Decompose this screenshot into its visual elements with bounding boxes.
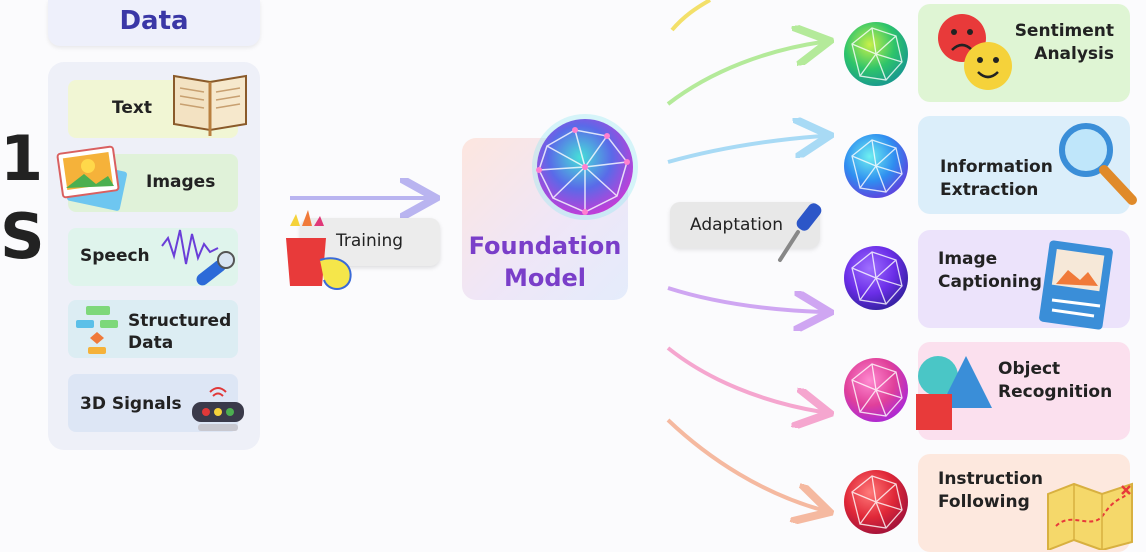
magnifier-icon bbox=[1059, 123, 1137, 205]
pencil-cup-icon bbox=[286, 210, 352, 290]
sentiment-sphere-icon bbox=[844, 22, 908, 86]
adaptation-box: Adaptation bbox=[670, 202, 820, 248]
source-3d-signals: 3D Signals bbox=[68, 374, 244, 432]
arrow-object bbox=[666, 346, 822, 412]
data-panel: Text Images Speech Structured Data bbox=[48, 62, 260, 450]
arrow-sentiment bbox=[666, 42, 822, 106]
source-text: Text bbox=[68, 74, 247, 138]
source-label-3d: 3D Signals bbox=[80, 394, 182, 414]
sensor-icon bbox=[192, 387, 244, 431]
book-icon bbox=[173, 74, 247, 136]
arrow-top-partial bbox=[670, 0, 711, 32]
arrow-captioning bbox=[667, 286, 822, 312]
flowchart-icon bbox=[76, 306, 118, 354]
source-speech: Speech bbox=[68, 228, 238, 286]
source-structured-data: Structured Data bbox=[68, 300, 238, 358]
source-images: Images bbox=[56, 145, 238, 212]
data-title: Data bbox=[48, 0, 260, 46]
shapes-icon bbox=[916, 356, 992, 430]
training-label: Training bbox=[336, 231, 404, 251]
task-label-object: Object Recognition bbox=[998, 359, 1113, 402]
arrow-instruction bbox=[666, 418, 822, 510]
information-sphere-icon bbox=[844, 134, 908, 198]
task-information-extraction: Information Extraction bbox=[918, 116, 1137, 214]
adaptation-label: Adaptation bbox=[690, 215, 783, 235]
task-instruction-following: Instruction Following bbox=[918, 454, 1133, 552]
source-label-structured: Structured Data bbox=[128, 311, 232, 353]
screwdriver-icon bbox=[778, 203, 822, 262]
task-label-information: Information Extraction bbox=[940, 157, 1053, 200]
microphone-icon bbox=[161, 229, 235, 286]
arrow-information bbox=[667, 136, 822, 164]
foundation-model-label: Foundation Model bbox=[468, 232, 622, 292]
source-label-images: Images bbox=[146, 172, 216, 192]
map-icon bbox=[1047, 482, 1133, 550]
instruction-sphere-icon bbox=[844, 470, 908, 534]
picture-icon bbox=[1039, 240, 1113, 330]
object-sphere-icon bbox=[844, 358, 908, 422]
task-sentiment-analysis: Sentiment Analysis bbox=[918, 4, 1130, 102]
task-object-recognition: Object Recognition bbox=[916, 342, 1130, 440]
source-label-speech: Speech bbox=[80, 246, 150, 266]
task-image-captioning: Image Captioning bbox=[918, 230, 1130, 330]
photo-icon bbox=[56, 145, 127, 211]
task-label-instruction: Instruction Following bbox=[938, 469, 1043, 512]
source-label-text: Text bbox=[112, 98, 152, 118]
task-label-captioning: Image Captioning bbox=[938, 249, 1042, 292]
task-label-sentiment: Sentiment Analysis bbox=[1014, 21, 1114, 64]
emoji-faces-icon bbox=[938, 14, 1012, 90]
captioning-sphere-icon bbox=[844, 246, 908, 310]
network-sphere-icon bbox=[532, 114, 638, 220]
